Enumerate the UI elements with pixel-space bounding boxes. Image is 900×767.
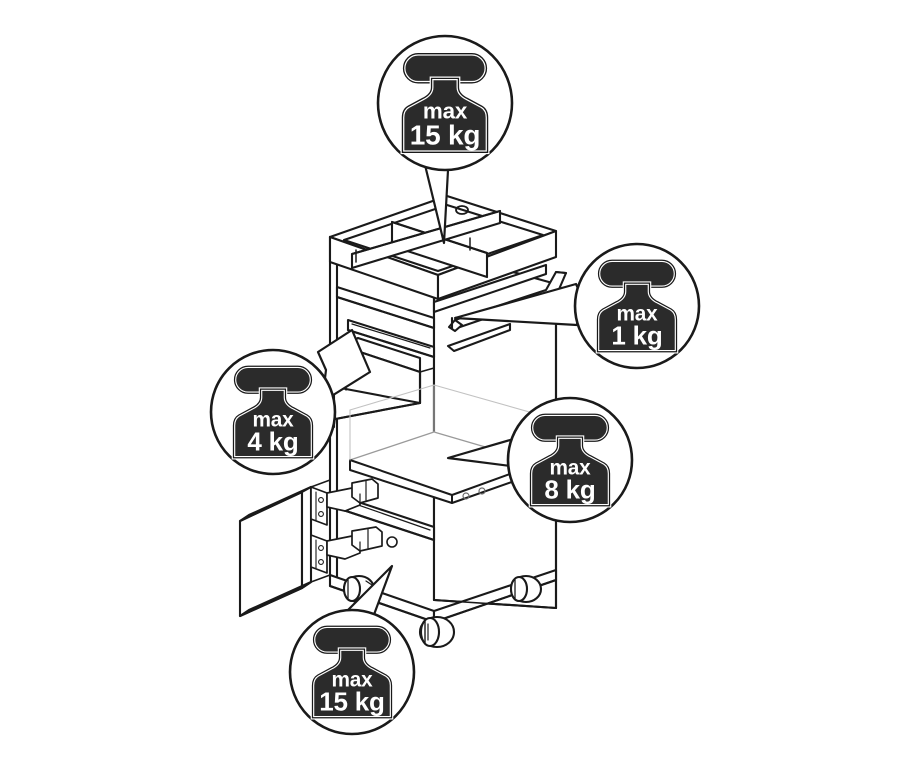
callout-max-label-top-tray: max bbox=[423, 99, 468, 124]
door-inner-edge bbox=[310, 479, 331, 583]
callout-drawer[interactable]: max 4 kg bbox=[209, 348, 337, 476]
hinge-lower bbox=[310, 526, 398, 574]
side-rail-lower-stub bbox=[446, 322, 512, 353]
callout-value-label-drawer: 4 kg bbox=[247, 426, 298, 456]
weight-icon-drawer: max 4 kg bbox=[231, 364, 315, 460]
callout-glass-shelf[interactable]: max 8 kg bbox=[506, 396, 634, 524]
weight-icon-glass-shelf: max 8 kg bbox=[528, 412, 612, 508]
hinge-upper bbox=[310, 478, 379, 526]
callout-max-label-side-rail: max bbox=[616, 303, 658, 326]
callout-max-label-base: max bbox=[331, 669, 373, 692]
callout-top-tray[interactable]: max 15 kg bbox=[376, 34, 514, 172]
tray-trim-band bbox=[335, 263, 548, 330]
drawer-slide bbox=[346, 318, 436, 359]
callout-base[interactable]: max 15 kg bbox=[288, 608, 416, 736]
callout-side-rail[interactable]: max 1 kg bbox=[573, 242, 701, 370]
callout-value-label-side-rail: 1 kg bbox=[611, 320, 662, 350]
weight-icon-side-rail: max 1 kg bbox=[595, 258, 679, 354]
callout-max-label-glass-shelf: max bbox=[549, 457, 591, 480]
caster-rear bbox=[509, 574, 543, 604]
callout-value-label-top-tray: 15 kg bbox=[410, 119, 480, 150]
weight-icon-base: max 15 kg bbox=[310, 624, 394, 720]
callout-max-label-drawer: max bbox=[252, 409, 294, 432]
callout-pointers bbox=[316, 150, 584, 622]
callout-value-label-glass-shelf: 8 kg bbox=[544, 474, 595, 504]
cabinet-illustration bbox=[238, 194, 568, 649]
callout-badges: max 15 kg max 1 kg max bbox=[209, 34, 701, 736]
caster-front bbox=[418, 615, 456, 649]
weight-icon-top-tray: max 15 kg bbox=[400, 51, 490, 155]
callout-value-label-base: 15 kg bbox=[319, 686, 384, 716]
